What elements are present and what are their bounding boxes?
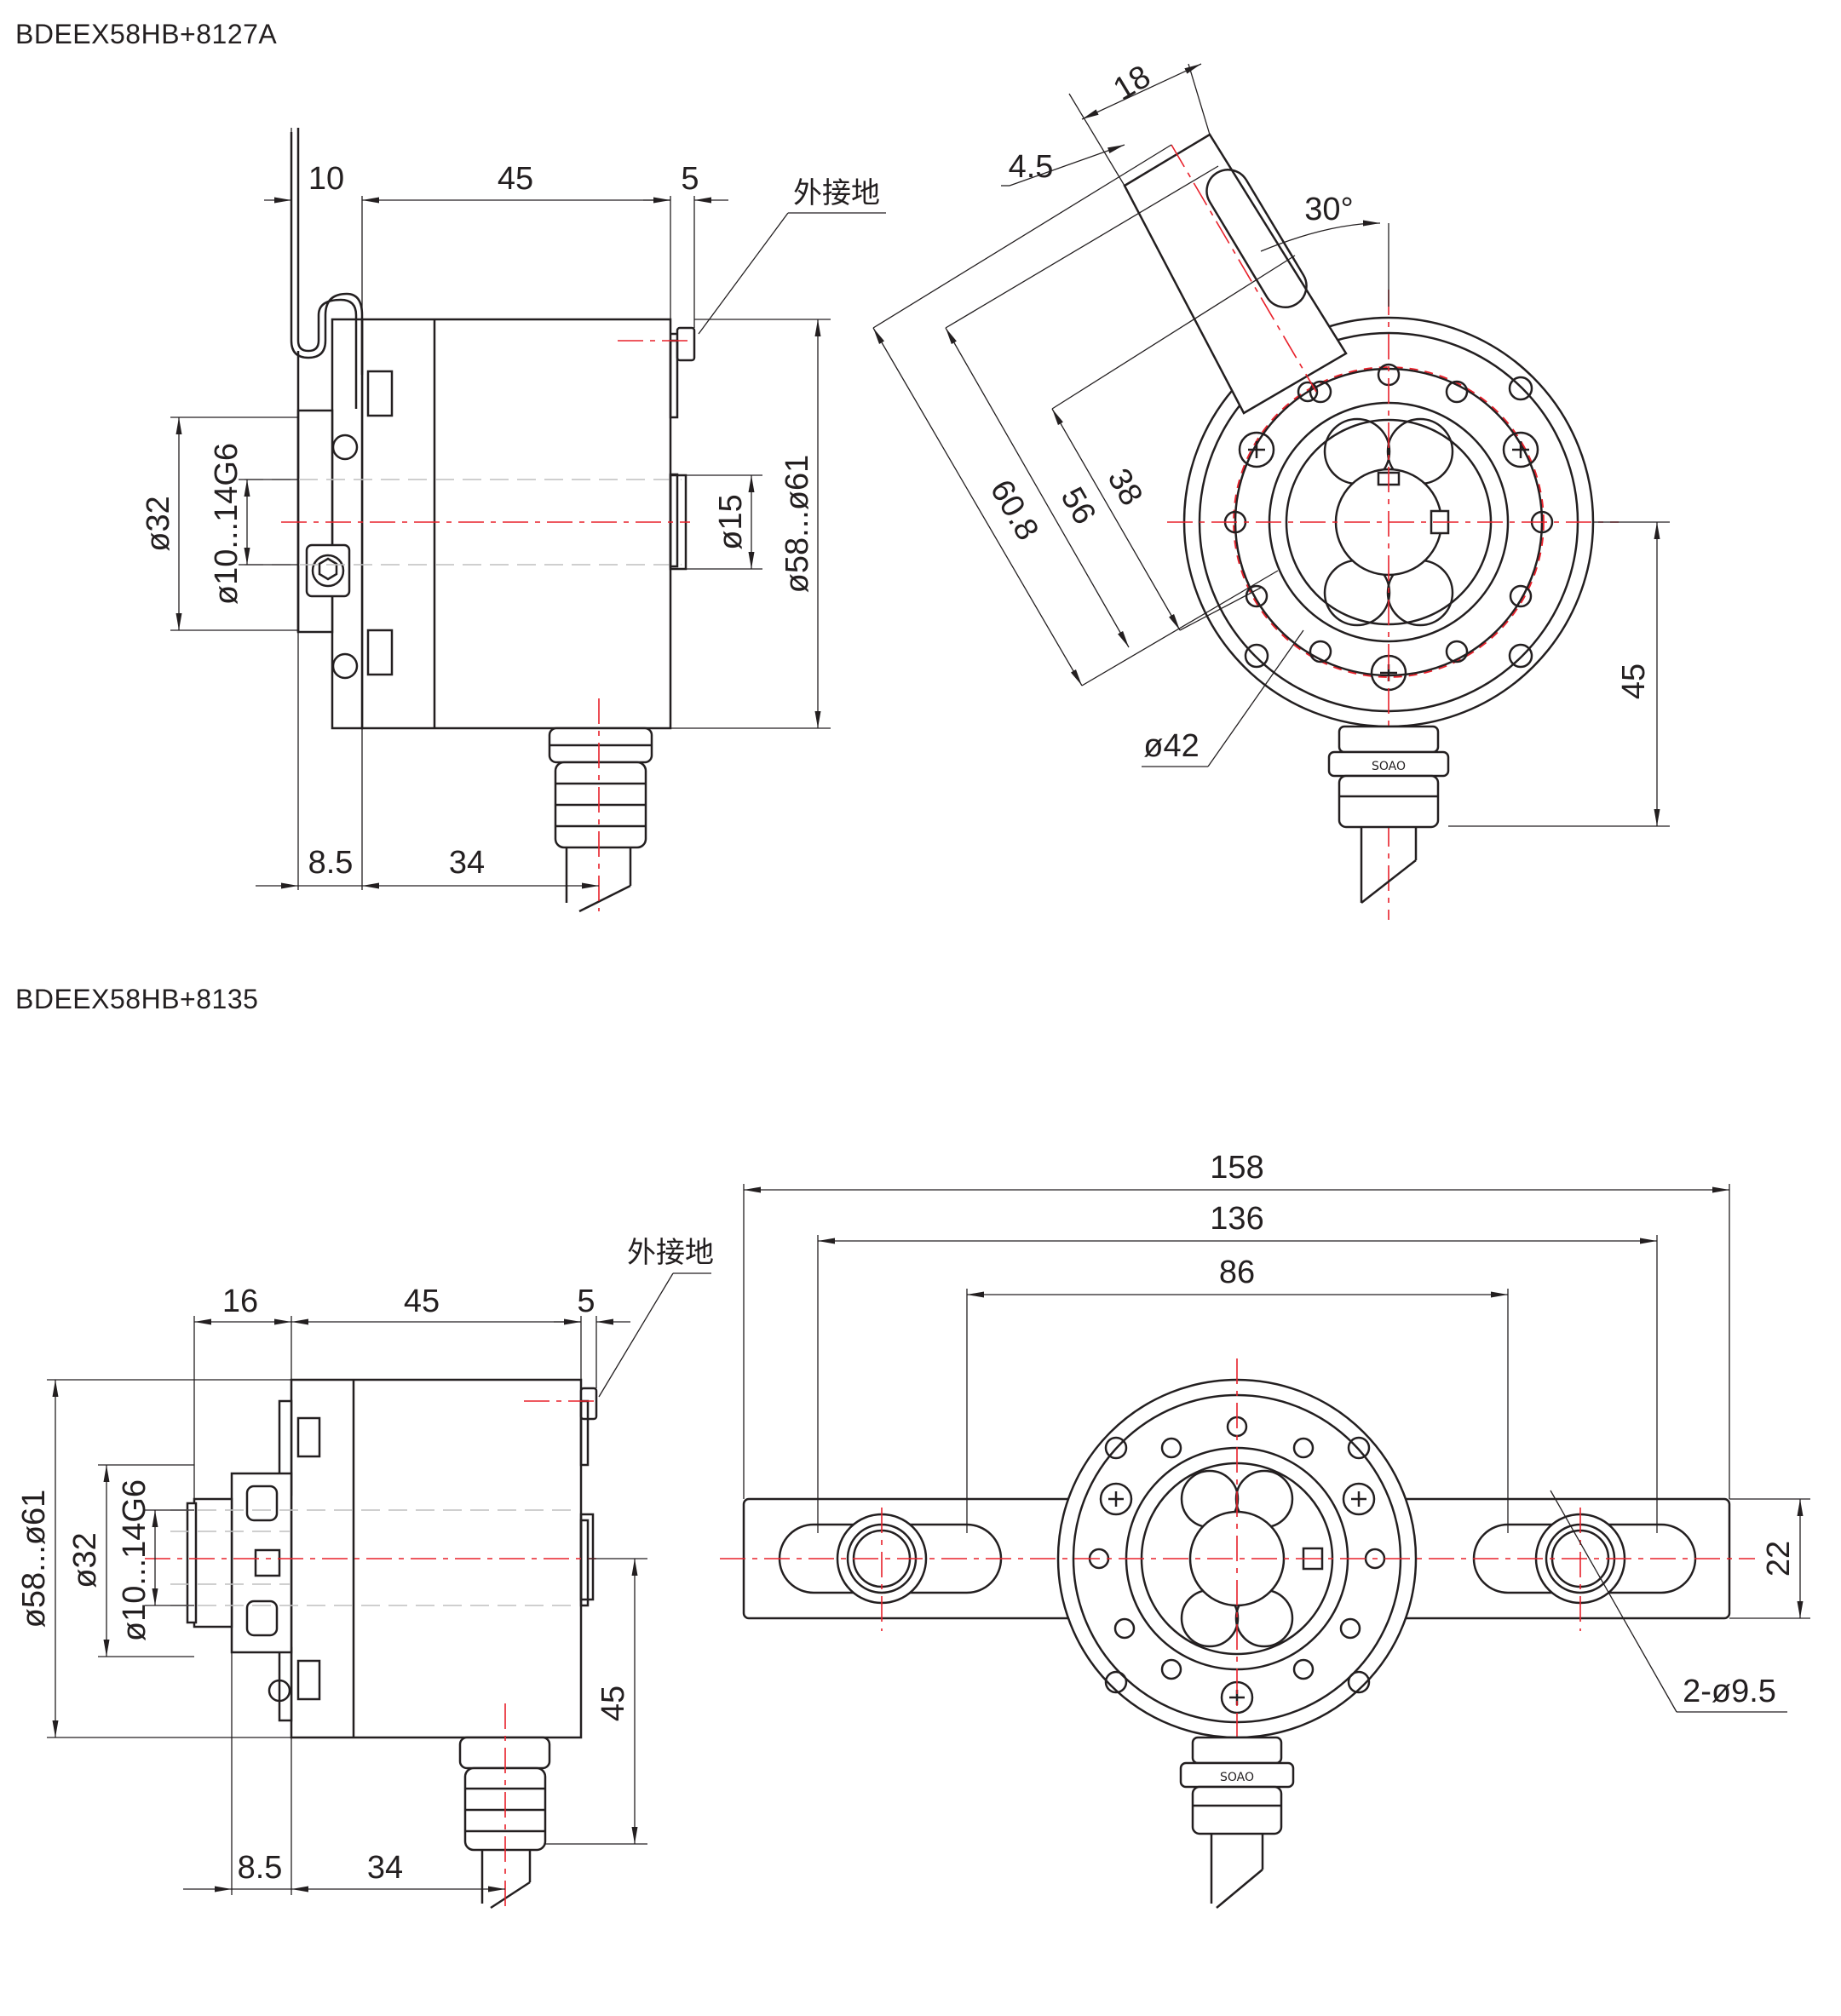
dia-15: ø15 bbox=[713, 494, 749, 549]
dim-22: 22 bbox=[1761, 1541, 1797, 1577]
dim-136: 136 bbox=[1210, 1201, 1263, 1237]
top-front-view: SOAO 18 4.5 30° 60.8 56 38 ø42 bbox=[872, 59, 1670, 920]
ground-label-bottom: 外接地 bbox=[627, 1236, 714, 1270]
encoder-body bbox=[360, 318, 672, 730]
dim-16: 16 bbox=[222, 1284, 258, 1319]
dia-32-bottom: ø32 bbox=[67, 1532, 103, 1588]
dim-8-5: 8.5 bbox=[308, 845, 354, 881]
dia-shaft-bottom: ø10...14G6 bbox=[117, 1479, 152, 1641]
dim-4-5: 4.5 bbox=[1009, 149, 1054, 185]
dia-body-bottom: ø58...ø61 bbox=[16, 1490, 52, 1628]
bottom-front-view: SOAO 158 136 86 22 2-ø9.5 bbox=[720, 1150, 1810, 1909]
dia-42: ø42 bbox=[1143, 728, 1199, 764]
dim-8-5-bottom: 8.5 bbox=[238, 1850, 283, 1886]
dim-45-side: 45 bbox=[595, 1686, 631, 1721]
dim-45-front: 45 bbox=[1616, 663, 1652, 699]
model-label-bottom: BDEEX58HB+8135 bbox=[15, 984, 259, 1014]
dim-86: 86 bbox=[1219, 1255, 1255, 1290]
dim-5-bottom: 5 bbox=[577, 1284, 595, 1319]
angle-30: 30° bbox=[1304, 192, 1353, 227]
top-side-view: 10 45 5 外接地 ø32 ø10...14G6 ø15 ø58...ø61… bbox=[141, 128, 886, 913]
model-label-top: BDEEX58HB+8127A bbox=[15, 19, 278, 49]
dia-shaft: ø10...14G6 bbox=[209, 443, 245, 605]
holes-label: 2-ø9.5 bbox=[1683, 1674, 1776, 1709]
dim-45-bottom: 45 bbox=[404, 1284, 440, 1319]
brand-label-top: SOAO bbox=[1372, 760, 1406, 773]
dim-5: 5 bbox=[681, 161, 699, 197]
dim-10: 10 bbox=[308, 161, 344, 197]
dim-56: 56 bbox=[1054, 481, 1103, 531]
dim-34: 34 bbox=[449, 845, 485, 881]
bottom-side-view: 16 45 5 外接地 ø58...ø61 ø32 ø10...14G6 45 … bbox=[16, 1236, 714, 1910]
dim-158: 158 bbox=[1210, 1150, 1263, 1186]
ground-label: 外接地 bbox=[793, 176, 880, 210]
dia-32: ø32 bbox=[141, 496, 176, 551]
dim-18: 18 bbox=[1107, 59, 1157, 108]
brand-label-bottom: SOAO bbox=[1220, 1771, 1254, 1784]
dim-34-bottom: 34 bbox=[367, 1850, 403, 1886]
dim-45: 45 bbox=[498, 161, 533, 197]
dia-body: ø58...ø61 bbox=[780, 455, 815, 594]
